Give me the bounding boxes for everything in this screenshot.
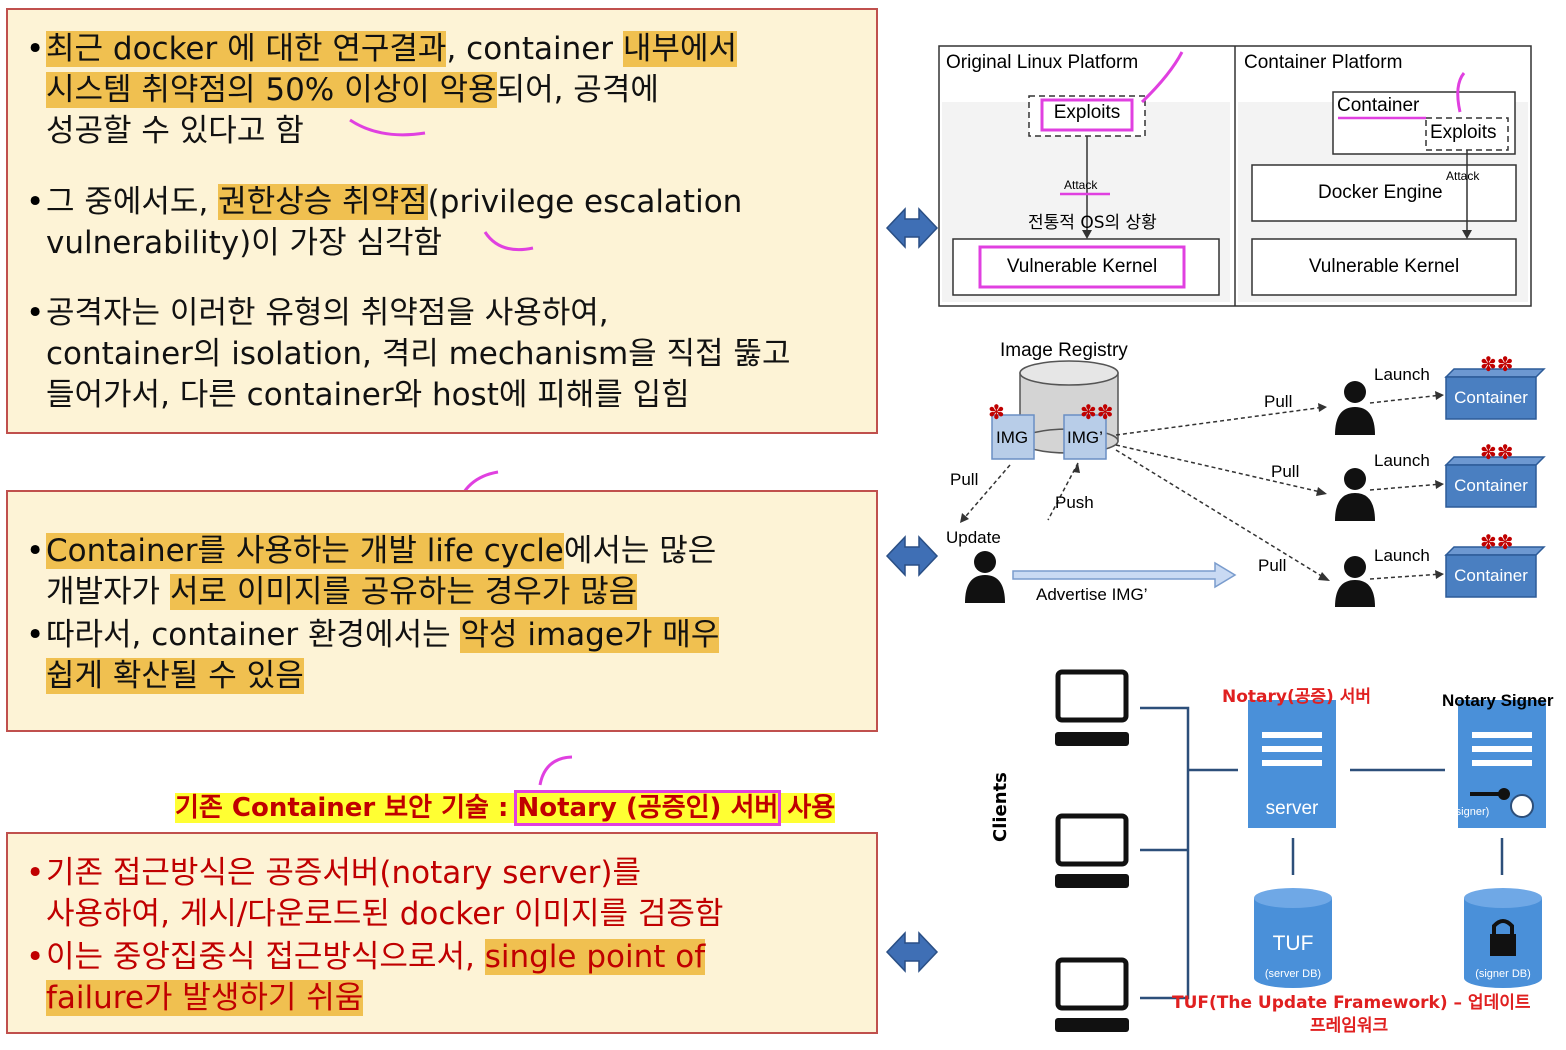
server-db-label: (server DB) [1264,968,1322,980]
notary-signer-label: Notary Signer [1442,691,1554,710]
box3-bullet2-line2: failure가 발생하기 쉬움 [46,980,364,1016]
double-arrow-icon [885,931,939,973]
notary-server-label: Notary(공증) 서버 [1222,687,1371,707]
box2-bullet1-line2: 개발자가 서로 이미지를 공유하는 경우가 많음 [46,574,638,610]
svg-text:✽✽: ✽✽ [1480,530,1514,554]
bullet: • [26,855,45,891]
double-arrow-icon [885,535,939,577]
vulnerable-kernel-left: Vulnerable Kernel [1006,256,1158,277]
diagram1-right-title: Container Platform [1244,52,1403,73]
box3-bullet2-line1: 이는 중앙집중식 접근방식으로서, single point of [46,939,706,975]
launch-label-2: Launch [1374,451,1430,470]
push-label: Push [1055,493,1094,512]
bullet: • [26,939,45,975]
container-label: Container [1337,95,1420,116]
clients-label: Clients [990,772,1011,842]
docker-engine-label: Docker Engine [1318,182,1443,203]
update-label: Update [946,528,1001,547]
box2-bullet2-line2: 쉽게 확산될 수 있음 [46,658,304,694]
bullet: • [26,295,45,331]
platform-diagram [938,45,1532,307]
pen-annotation [349,118,573,786]
box1-bullet1-line1: 최근 docker 에 대한 연구결과, container 내부에서 [46,31,737,67]
box1-bullet3-line1: 공격자는 이러한 유형의 취약점을 사용하여, [46,295,609,331]
bullet: • [26,184,45,220]
tuf-label: TUF [1272,932,1314,955]
launch-label-1: Launch [1374,365,1430,384]
pull-label-2: Pull [1271,462,1300,481]
box2-bullet1-line1: Container를 사용하는 개발 life cycle에서는 많은 [46,533,717,569]
box1-bullet2-line2: vulnerability)이 가장 심각함 [46,225,443,261]
attack-label: Attack [1064,178,1098,192]
double-arrow-icon [885,207,939,249]
advertise-label: Advertise IMG’ [1036,585,1148,604]
pull-label-1: Pull [1264,392,1293,411]
attack-label-right: Attack [1446,169,1480,183]
image-registry-label: Image Registry [1000,340,1128,361]
signer-db-label: (signer DB) [1475,968,1531,980]
svg-text:✽✽: ✽✽ [1080,400,1114,424]
box2-bullet2-line1: 따라서, container 환경에서는 악성 image가 매우 [46,617,720,653]
box1-bullet3-line2: container의 isolation, 격리 mechanism을 직접 뚫… [46,336,791,372]
container-box-2: Container [1454,476,1528,495]
notary-diagram [1055,669,1546,1032]
box1-bullet2-line1: 그 중에서도, 권한상승 취약점(privilege escalation [46,184,743,220]
diagram1-left-title: Original Linux Platform [946,52,1139,73]
bullet: • [26,533,45,569]
container-box-1: Container [1454,388,1528,407]
container-box-3: Container [1454,566,1528,585]
signer-label: (signer) [1452,806,1490,818]
box3-bullet1-line2: 사용하여, 게시/다운로드된 docker 이미지를 검증함 [46,896,724,932]
exploits-label: Exploits [1053,102,1121,123]
box3-bullet1-line1: 기존 접근방식은 공증서버(notary server)를 [46,855,641,891]
server-label: server [1265,798,1319,819]
tuf-caption-line1: TUF(The Update Framework) – 업데이트 [1172,993,1531,1013]
pull-label-3: Pull [1258,556,1287,575]
tuf-caption-line2: 프레임워크 [1310,1016,1389,1036]
svg-text:✽: ✽ [988,400,1005,424]
box1-bullet1-line3: 성공할 수 있다고 함 [46,113,304,149]
box1-bullet3-line3: 들어가서, 다른 container와 host에 피해를 입힘 [46,377,690,413]
vulnerable-kernel-right: Vulnerable Kernel [1308,256,1460,277]
traditional-os-note: 전통적 OS의 상황 [1028,213,1157,233]
bullet: • [26,617,45,653]
launch-label-3: Launch [1374,546,1430,565]
box1-bullet1-line2: 시스템 취약점의 50% 이상이 악용되어, 공격에 [46,72,659,108]
box3-heading: 기존 Container 보안 기술 : Notary (공증인) 서버 사용 [175,790,836,826]
bullet: • [26,31,45,67]
registry-diagram: ✽ ✽✽ ✽✽ ✽✽ ✽✽ [959,352,1546,607]
img-label: IMG [996,428,1029,447]
svg-text:✽✽: ✽✽ [1480,352,1514,376]
exploits-label-right: Exploits [1430,122,1497,143]
pull-label-left: Pull [950,470,979,489]
img-prime-label: IMG’ [1067,428,1103,447]
svg-text:✽✽: ✽✽ [1480,440,1514,464]
